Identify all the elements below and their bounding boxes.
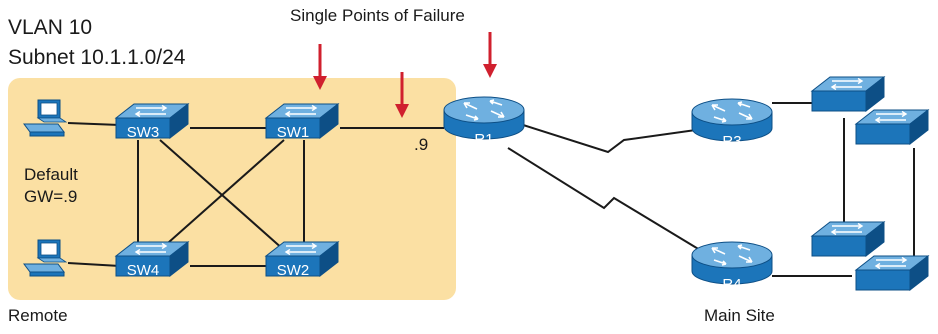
switch-sw4[interactable]: SW4 [115,241,189,279]
switch-icon [855,255,929,291]
remote-site-label: Remote [8,306,68,325]
sw4-label: SW4 [127,262,160,279]
default-gateway-value: GW=.9 [24,187,78,206]
router-r1[interactable]: R1 [443,96,525,148]
r4-label: R4 [722,276,741,293]
switch-sw2[interactable]: SW2 [265,241,339,279]
interface-ip-label: .9 [414,135,429,154]
r1-label: R1 [474,131,493,148]
sw1-label: SW1 [277,124,310,141]
switch-sw3[interactable]: SW3 [115,103,189,141]
main-site-links [772,102,915,277]
serial-link-icon [507,123,711,251]
router-r3[interactable]: R3 [691,98,773,150]
lan-links [67,122,444,267]
spof-caption: Single Points of Failure [290,6,465,25]
switch-icon [811,221,885,257]
default-gateway-label: Default [24,165,78,184]
switch-sw1[interactable]: SW1 [265,103,339,141]
router-r4[interactable]: R4 [691,241,773,293]
sw2-label: SW2 [277,262,310,279]
switch-icon [811,76,885,112]
sw3-label: SW3 [127,124,160,141]
spof-arrows [313,32,497,118]
main-site-label: Main Site [704,306,775,325]
switch-icon [855,109,929,145]
subnet-label: Subnet 10.1.1.0/24 [8,46,186,69]
vlan-label: VLAN 10 [8,16,93,39]
r3-label: R3 [722,133,741,150]
